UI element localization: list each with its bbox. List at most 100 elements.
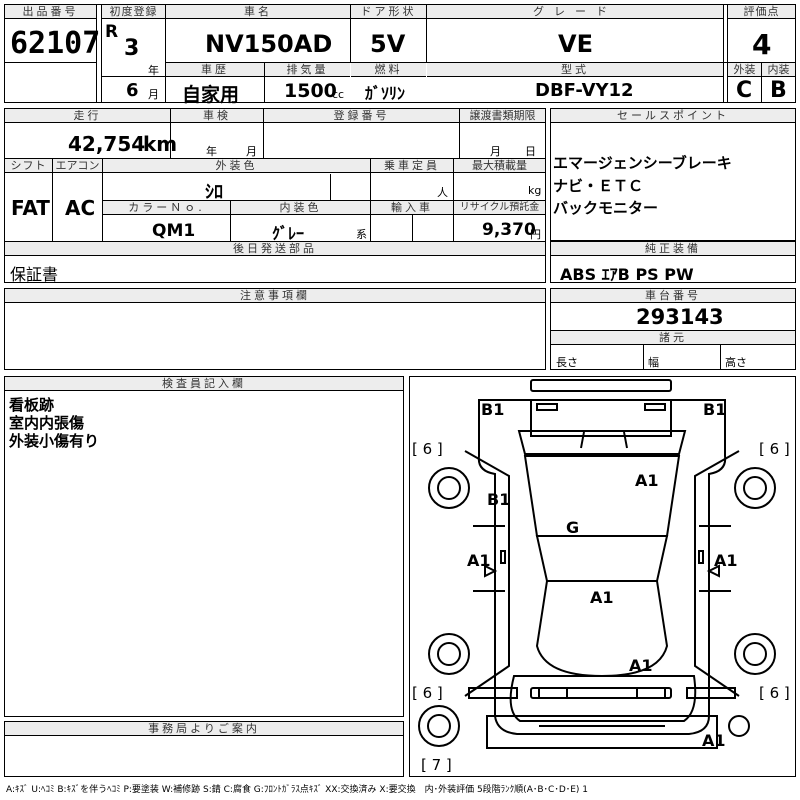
score-label: 評価点 [728,5,795,19]
width-label: 幅 [648,356,659,369]
model: DBF-VY12 [535,80,634,101]
mark-roof-left: B1 [487,490,510,509]
inspection-label: 車検 [171,109,263,123]
inspector-note-1: 看板跡 [9,396,55,414]
recycle-label: リサイクル預託金 [454,201,545,215]
grade-label: グレード [427,5,723,19]
windshield-panel [535,535,669,582]
inspection-month-unit: 月 [246,145,257,158]
year-unit: 年 [148,64,159,77]
era-mark: R [105,22,119,42]
import-label: 輸入車 [371,201,453,215]
history-label: 車歴 [166,63,264,77]
mark-roof-right: A1 [635,471,659,490]
mark-bottom-right: A1 [702,731,726,750]
reg-number-label: 登録番号 [264,109,459,123]
tire-rear-left: [ 6 ] [412,440,443,458]
chassis-box [550,288,796,370]
exterior-grade: C [736,78,753,103]
car-diagram-box [409,376,796,777]
color-no-label: カラーＮｏ. [103,201,230,215]
aircon-label: エアコン [53,159,102,173]
capacity-label: 乗車定員 [371,159,453,173]
chassis-label: 車台番号 [551,289,795,303]
car-name-label: 車名 [166,5,350,19]
office-label: 事務局よりご案内 [5,722,403,736]
max-load-label: 最大積載量 [454,159,545,173]
grade: VE [558,30,593,58]
mark-left-side: A1 [467,551,491,570]
reg-year: 3 [124,36,140,61]
mark-right-side: A1 [714,551,738,570]
legend: A:ｷｽﾞ U:ﾍｺﾐ B:ｷｽﾞを伴うﾍｺﾐ P:要塗装 W:補修跡 S:錆 … [6,785,589,795]
specs-label: 諸元 [551,331,795,345]
displacement: 1500 [284,80,337,102]
inspector-note-2: 室内内張傷 [9,414,85,432]
mileage: 42,754 [68,132,146,156]
month-unit: 月 [148,88,159,101]
front-right-tire [734,633,776,675]
spare-tire [418,705,460,747]
tire-front-left: [ 6 ] [412,684,443,702]
mark-front-right: A1 [629,656,653,675]
color-no: QM1 [152,221,196,241]
first-reg-cell [101,4,166,103]
transfer-label: 譲渡書類期限 [460,109,545,123]
fuel: ｶﾞｿﾘﾝ [365,84,406,103]
recycle-unit: 円 [530,228,541,241]
office-box [4,721,404,777]
displacement-label: 排気量 [265,63,350,77]
rear-right-tire [734,467,776,509]
recycle-fee: 9,370 [482,220,536,240]
score: 4 [752,28,772,61]
aircon: AC [65,196,96,220]
car-name: NV150AD [205,30,333,58]
lot-number: 62107 [10,26,101,61]
mark-hood: A1 [590,588,614,607]
int-color: ｸﾞﾚｰ [272,224,305,243]
lot-number-label: 出品番号 [5,5,96,19]
front-left-tire [428,633,470,675]
inspector-box [4,376,404,717]
chassis-number: 293143 [636,305,724,329]
shift-label: シフト [5,159,52,173]
interior-grade: B [770,78,787,103]
genuine-equip-label: 純正装備 [551,242,795,256]
inspector-label: 検査員記入欄 [5,377,403,391]
car-diagram: B1 B1 A1 B1 G A1 A1 A1 A1 A1 [ 6 ] [ 6 ]… [412,379,790,774]
height-label: 高さ [725,356,747,369]
max-load-unit: kg [528,184,542,197]
reg-month: 6 [126,80,139,101]
later-parts-label: 後日発送部品 [5,242,545,256]
mark-windshield: G [566,518,579,537]
rear-left-tire [428,467,470,509]
door-shape: 5V [370,30,406,58]
int-color-suffix: 系 [356,228,367,241]
genuine-equip: ABS ｴｱB PS PW [560,265,694,284]
ext-color: ｼﾛ [205,182,223,203]
tire-rear-right: [ 6 ] [759,440,790,458]
mark-rear-left: B1 [481,400,504,419]
later-parts: 保証書 [10,265,59,284]
sales-point-3: バックモニター [553,199,659,217]
shift: FAT [11,196,50,220]
notes-box [4,288,546,370]
fuel-label: 燃料 [351,63,426,77]
capacity-unit: 人 [437,186,448,199]
genuine-equip-box [550,241,796,283]
history: 自家用 [182,84,240,106]
sales-point-1: エマージェンシーブレーキ [553,154,732,172]
interior-label: 内装 [762,63,795,77]
first-reg-label: 初度登録 [102,5,165,19]
notes-label: 注意事項欄 [5,289,545,303]
sales-point-label: セールスポイント [551,109,795,123]
int-color-label: 内装色 [231,201,370,215]
inspector-note-3: 外装小傷有り [9,432,100,450]
sales-point-2: ナビ・ＥＴＣ [553,177,644,195]
tire-front-right: [ 6 ] [759,684,790,702]
exterior-label: 外装 [728,63,761,77]
transfer-month-unit: 月 [490,145,501,158]
mileage-unit: km [143,132,178,156]
inspection-year-unit: 年 [206,145,217,158]
body-outline [477,399,727,735]
